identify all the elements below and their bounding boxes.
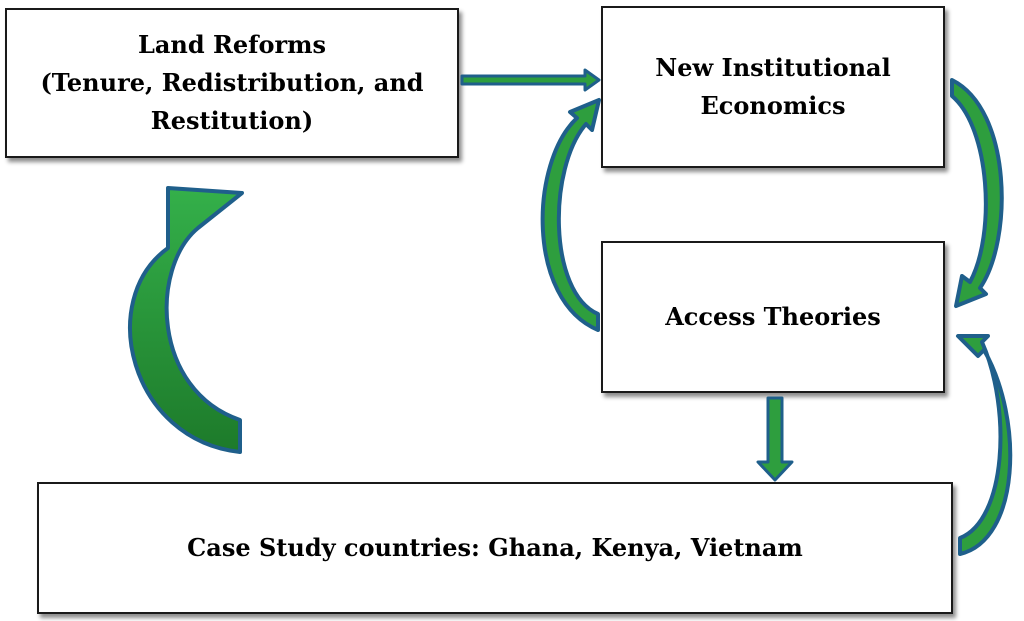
case-study-label: Case Study countries: Ghana, Kenya, Viet… — [187, 533, 803, 562]
access-theories-label: Access Theories — [665, 302, 881, 331]
land-reforms-box: Land Reforms (Tenure, Redistribution, an… — [5, 8, 459, 158]
arrow-land-to-nie — [460, 68, 601, 92]
nie-line2: Economics — [700, 91, 846, 120]
land-reforms-line2: (Tenure, Redistribution, and — [40, 68, 424, 97]
case-study-box: Case Study countries: Ghana, Kenya, Viet… — [37, 482, 953, 614]
arrow-case-to-land-reforms — [128, 186, 244, 454]
nie-line1: New Institutional — [655, 53, 891, 82]
arrow-access-to-nie — [540, 98, 601, 332]
land-reforms-label: Land Reforms (Tenure, Redistribution, an… — [32, 26, 432, 140]
arrow-access-to-case — [756, 396, 794, 482]
arrow-nie-to-access — [950, 78, 1004, 308]
new-institutional-economics-box: New Institutional Economics — [601, 6, 945, 168]
land-reforms-line1: Land Reforms — [137, 30, 327, 59]
new-institutional-economics-label: New Institutional Economics — [643, 49, 903, 125]
arrow-case-to-access — [956, 334, 1013, 556]
land-reforms-line3: Restitution) — [150, 106, 314, 135]
access-theories-box: Access Theories — [601, 241, 945, 393]
